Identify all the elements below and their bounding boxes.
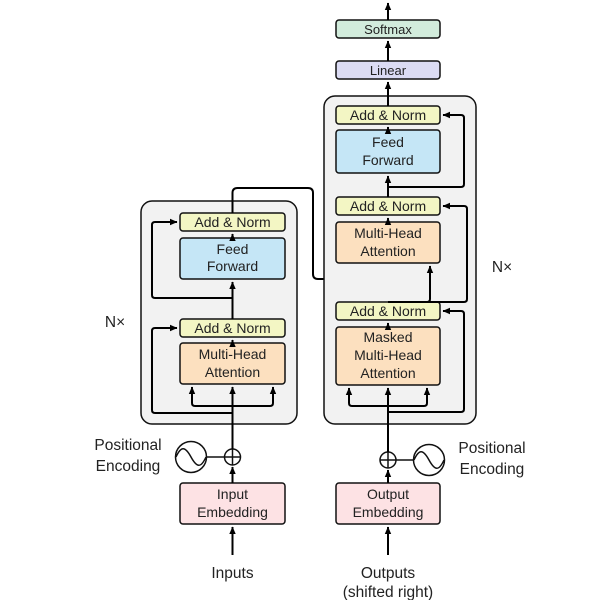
encoder-input-embedding: Input Embedding xyxy=(179,482,286,525)
encoder-feed-forward-line2: Forward xyxy=(207,258,258,274)
decoder-output-label-line2: (shifted right) xyxy=(343,584,433,600)
decoder: N× Softmax Linear Add & Norm Feed Forwar… xyxy=(323,2,526,600)
decoder-add-norm-bottom-label: Add & Norm xyxy=(350,303,426,319)
decoder-add-norm-mid: Add & Norm xyxy=(335,196,441,216)
encoder-positional-label-line1: Positional xyxy=(94,437,161,454)
decoder-cross-attention: Multi-Head Attention xyxy=(335,221,441,264)
encoder-input-label: Inputs xyxy=(211,565,253,582)
decoder-linear: Linear xyxy=(335,60,441,80)
decoder-add-norm-top-label: Add & Norm xyxy=(350,107,426,123)
encoder-add-norm-bottom-label: Add & Norm xyxy=(194,320,270,336)
decoder-add-norm-bottom: Add & Norm xyxy=(335,301,441,321)
decoder-softmax-label: Softmax xyxy=(364,22,412,37)
decoder-output-label-line1: Outputs xyxy=(361,565,416,582)
decoder-softmax: Softmax xyxy=(335,19,441,39)
decoder-linear-label: Linear xyxy=(370,63,407,78)
decoder-cross-attention-line2: Attention xyxy=(360,243,415,259)
encoder-embedding-line2: Embedding xyxy=(197,504,268,520)
decoder-repeat-label: N× xyxy=(492,259,512,276)
decoder-embedding-line2: Embedding xyxy=(353,504,424,520)
encoder: N× Add & Norm Feed Forward Add & Norm Mu… xyxy=(94,187,386,582)
decoder-masked-attention-line2: Multi-Head xyxy=(354,347,422,363)
encoder-sine-icon xyxy=(174,440,208,474)
encoder-embedding-line1: Input xyxy=(217,486,248,502)
encoder-add-norm-top: Add & Norm xyxy=(179,212,286,232)
decoder-positional-label-line1: Positional xyxy=(458,440,525,457)
decoder-feed-forward-line1: Feed xyxy=(372,134,404,150)
encoder-feed-forward: Feed Forward xyxy=(179,237,286,280)
encoder-multi-head-attention: Multi-Head Attention xyxy=(179,342,286,385)
decoder-masked-attention-line1: Masked xyxy=(363,329,412,345)
decoder-embedding-line1: Output xyxy=(367,486,409,502)
encoder-add-norm-top-label: Add & Norm xyxy=(194,214,270,230)
encoder-repeat-label: N× xyxy=(105,314,125,331)
decoder-add-norm-top: Add & Norm xyxy=(335,105,441,125)
decoder-output-embedding: Output Embedding xyxy=(335,482,441,525)
encoder-attention-line2: Attention xyxy=(205,364,260,380)
decoder-masked-attention: Masked Multi-Head Attention xyxy=(335,326,441,386)
decoder-feed-forward-line2: Forward xyxy=(362,152,413,168)
encoder-feed-forward-line1: Feed xyxy=(217,241,249,257)
encoder-add-icon xyxy=(223,448,242,466)
encoder-positional-label-line2: Encoding xyxy=(96,458,161,475)
decoder-feed-forward: Feed Forward xyxy=(335,129,441,174)
decoder-sine-icon xyxy=(412,443,446,477)
decoder-arrows xyxy=(345,2,468,555)
decoder-positional-label-line2: Encoding xyxy=(460,461,525,478)
decoder-add-icon xyxy=(379,451,397,469)
decoder-cross-attention-line1: Multi-Head xyxy=(354,225,422,241)
encoder-add-norm-bottom: Add & Norm xyxy=(179,318,286,338)
encoder-attention-line1: Multi-Head xyxy=(199,346,267,362)
decoder-masked-attention-line3: Attention xyxy=(360,365,415,381)
decoder-add-norm-mid-label: Add & Norm xyxy=(350,198,426,214)
